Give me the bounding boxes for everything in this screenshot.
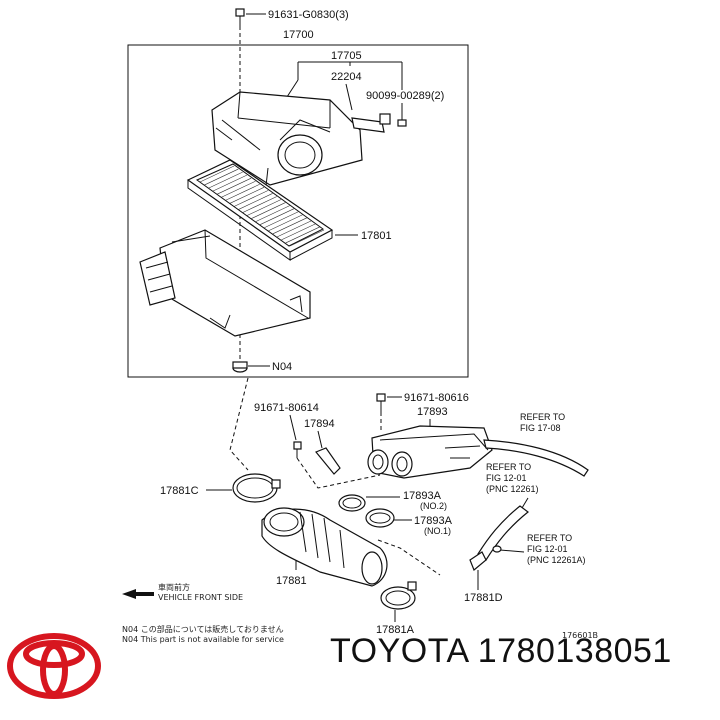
filter-pleat bbox=[289, 229, 325, 247]
callout-resonator: 17893 bbox=[417, 406, 448, 418]
clamp-17881a-icon bbox=[380, 581, 417, 610]
filter-pleat bbox=[221, 180, 256, 198]
toyota-logo-icon bbox=[7, 633, 101, 699]
assembly-frame bbox=[127, 44, 469, 378]
callout-clamp-a-no2: 17893A bbox=[403, 490, 442, 502]
filter-pleat bbox=[277, 220, 312, 238]
filter-pleat bbox=[259, 208, 295, 225]
bracket bbox=[315, 447, 341, 475]
filter-pleat bbox=[208, 171, 243, 189]
legend-front-jp: 車両前方 bbox=[158, 582, 190, 592]
filter-pleat bbox=[217, 177, 252, 195]
filter-pleat bbox=[272, 217, 307, 235]
hose-clamp-d-icon bbox=[469, 551, 487, 571]
refer-fig12b-line3: (PNC 12261A) bbox=[527, 555, 586, 565]
callout-bolt-resonator: 91671-80616 bbox=[404, 392, 469, 404]
refer-12261-leader bbox=[521, 497, 529, 509]
filter-pleat bbox=[251, 202, 286, 219]
filter-pleat bbox=[234, 190, 269, 207]
grommet-icon bbox=[232, 361, 248, 373]
callout-hose: 17881 bbox=[276, 575, 307, 587]
callout-screw-sensor: 90099-00289(2) bbox=[366, 90, 444, 102]
refer-hose-17 bbox=[483, 439, 589, 477]
callout-element: 17801 bbox=[361, 230, 392, 242]
clamp-a-no1-icon bbox=[365, 508, 395, 528]
filter-pleat bbox=[242, 196, 277, 213]
filter-pleat bbox=[225, 184, 260, 201]
front-arrow-icon bbox=[122, 589, 154, 599]
bolt-bracket-dash bbox=[296, 457, 381, 489]
callout-cleaner-assy: 17700 bbox=[283, 29, 314, 41]
bolt-bracket-icon bbox=[293, 441, 302, 458]
filter-element bbox=[186, 159, 334, 261]
filter-pleat bbox=[255, 205, 290, 222]
filter-pleat bbox=[285, 226, 320, 244]
filter-pleat bbox=[281, 223, 316, 241]
filter-pleat bbox=[212, 174, 247, 192]
legend-drawing-no: 176601B bbox=[562, 631, 598, 640]
air-cleaner-cap bbox=[211, 91, 363, 187]
filter-pleat bbox=[229, 187, 265, 204]
maf-sensor bbox=[351, 113, 391, 133]
callout-clamp-17881a: 17881A bbox=[376, 624, 415, 636]
callout-clamp-a-no2-sub: (NO.2) bbox=[420, 501, 447, 511]
filter-pleat bbox=[238, 193, 273, 210]
refer-fig17-line1: REFER TO bbox=[520, 412, 565, 422]
filter-pleat bbox=[204, 168, 239, 186]
callout-clamp-a-no1-sub: (NO.1) bbox=[424, 526, 451, 536]
callout-clamp-c: 17881C bbox=[160, 485, 199, 497]
refer-12261a-leader bbox=[499, 549, 525, 553]
bolt-top-icon bbox=[235, 8, 245, 26]
refer-fig12a-line1: REFER TO bbox=[486, 462, 531, 472]
callout-sensor: 22204 bbox=[331, 71, 362, 83]
clamp-a-no2-icon bbox=[338, 494, 366, 512]
callout-bolt-bracket: 91671-80614 bbox=[254, 402, 319, 414]
bolt-resonator-icon bbox=[376, 393, 386, 412]
callout-cap-sub: 17705 bbox=[331, 50, 362, 62]
box-to-hose-dash bbox=[229, 377, 249, 471]
filter-pleat bbox=[199, 165, 235, 183]
hose-dash bbox=[377, 539, 441, 576]
callout-grommet: N04 bbox=[272, 361, 292, 373]
brand-name: TOYOTA bbox=[330, 632, 468, 670]
refer-fig12a-line2: FIG 12-01 bbox=[486, 473, 527, 483]
resonator bbox=[367, 425, 493, 479]
callout-clamp-a-no1: 17893A bbox=[414, 515, 453, 527]
intake-hose bbox=[261, 507, 388, 587]
brand-part-number: TOYOTA 1780138051 bbox=[330, 632, 672, 671]
clamp-c-icon bbox=[232, 473, 281, 503]
callout-hose-clamp-d: 17881D bbox=[464, 592, 503, 604]
sensor-screw-icon bbox=[397, 119, 407, 127]
part-number: 1780138051 bbox=[477, 632, 672, 670]
refer-fig12a-line3: (PNC 12261) bbox=[486, 484, 539, 494]
legend-n04-jp: N04 この部品については販売しておりません bbox=[122, 624, 284, 634]
bolt-bracket-leader bbox=[289, 414, 297, 441]
refer-fig12b-line1: REFER TO bbox=[527, 533, 572, 543]
callout-bolt-top: 91631-G0830(3) bbox=[268, 9, 349, 21]
filter-pleat bbox=[268, 214, 303, 232]
air-cleaner-case bbox=[139, 229, 311, 337]
refer-fig17-line2: FIG 17-08 bbox=[520, 423, 561, 433]
cap-bracket-lines bbox=[284, 61, 403, 101]
sensor-leader bbox=[345, 83, 353, 111]
small-clip-icon bbox=[492, 545, 502, 553]
filter-pleat bbox=[264, 211, 299, 228]
refer-fig12b-line2: FIG 12-01 bbox=[527, 544, 568, 554]
legend-front-en: VEHICLE FRONT SIDE bbox=[158, 593, 243, 602]
filter-pleat bbox=[247, 199, 282, 216]
bracket-leader bbox=[317, 430, 323, 449]
legend-n04-en: N04 This part is not available for servi… bbox=[122, 635, 284, 644]
callout-bracket: 17894 bbox=[304, 418, 335, 430]
